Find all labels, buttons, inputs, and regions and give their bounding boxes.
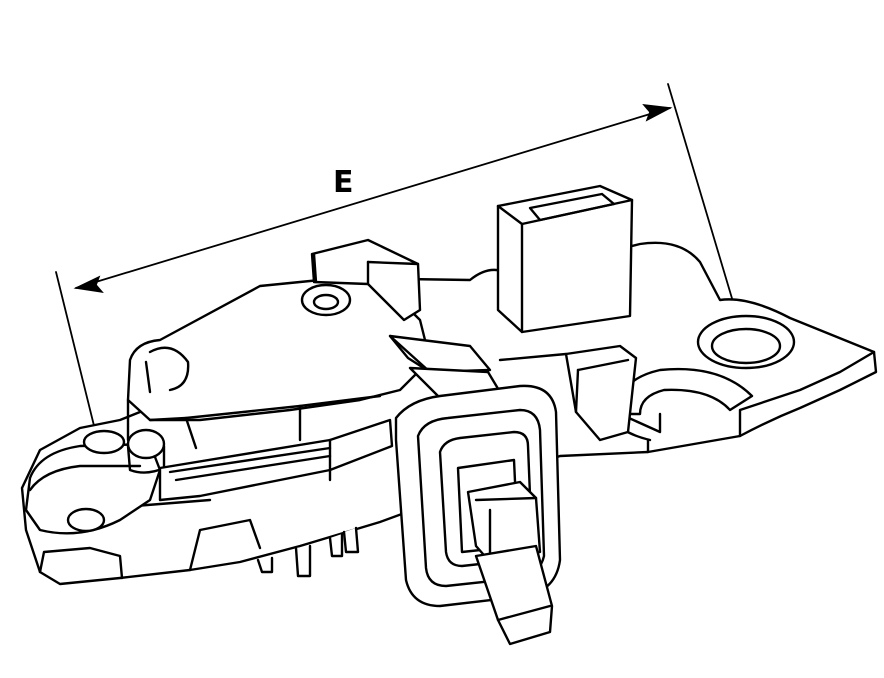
housing-curl (148, 346, 190, 392)
housing-top (126, 274, 432, 422)
tab-left-edge (312, 252, 318, 284)
dimension-line (75, 107, 671, 289)
wedge-1 (388, 334, 492, 374)
brush-holder-tab (310, 238, 422, 322)
left-housing (126, 274, 432, 450)
dimension-arrow-left (73, 275, 104, 294)
pin-4 (342, 526, 360, 554)
dimension-label: E (333, 165, 354, 200)
base-mid-face (188, 518, 262, 572)
base-pins (256, 526, 360, 578)
blade-lower-edge (496, 604, 552, 622)
pin-3 (328, 532, 344, 558)
clip-ring (618, 367, 754, 416)
terminal-opening (528, 192, 616, 222)
wedge-1-edge (388, 334, 432, 374)
pin-2 (294, 544, 312, 578)
connector-frame (416, 408, 546, 588)
tab-top (310, 238, 422, 322)
middle-block-corner (574, 368, 580, 414)
clip-end (618, 412, 662, 434)
connector-housing (394, 384, 562, 646)
rail-groove-1 (168, 446, 332, 474)
square-terminal (496, 184, 634, 334)
blade-top-edge (474, 496, 538, 502)
right-hole (710, 327, 782, 365)
left-lower-hole (66, 507, 106, 533)
base-right-edge (738, 350, 876, 438)
housing-rivet-inner (312, 293, 340, 311)
left-lug-inner-edge (28, 464, 142, 492)
rail-groove-2 (174, 454, 332, 482)
base-left-face (38, 546, 124, 580)
housing-curl-line (144, 360, 152, 394)
right-mounting-lug (696, 314, 796, 370)
left-rail (158, 418, 394, 502)
middle-block (498, 344, 638, 442)
left-mounting-lug (24, 428, 166, 535)
rail-top (158, 418, 394, 502)
pin-1 (256, 556, 274, 574)
dimension-arrow-right (642, 104, 673, 122)
blade-terminal-upper (466, 480, 542, 564)
tab-mid-edge (366, 260, 420, 266)
left-boss (126, 428, 166, 460)
left-upper-hole (82, 429, 126, 455)
terminal-body (496, 184, 634, 334)
dimension-extension-line-left (55, 271, 101, 451)
housing-rivet (300, 283, 352, 317)
middle-block-link (498, 352, 568, 362)
middle-block-edge (576, 358, 630, 372)
